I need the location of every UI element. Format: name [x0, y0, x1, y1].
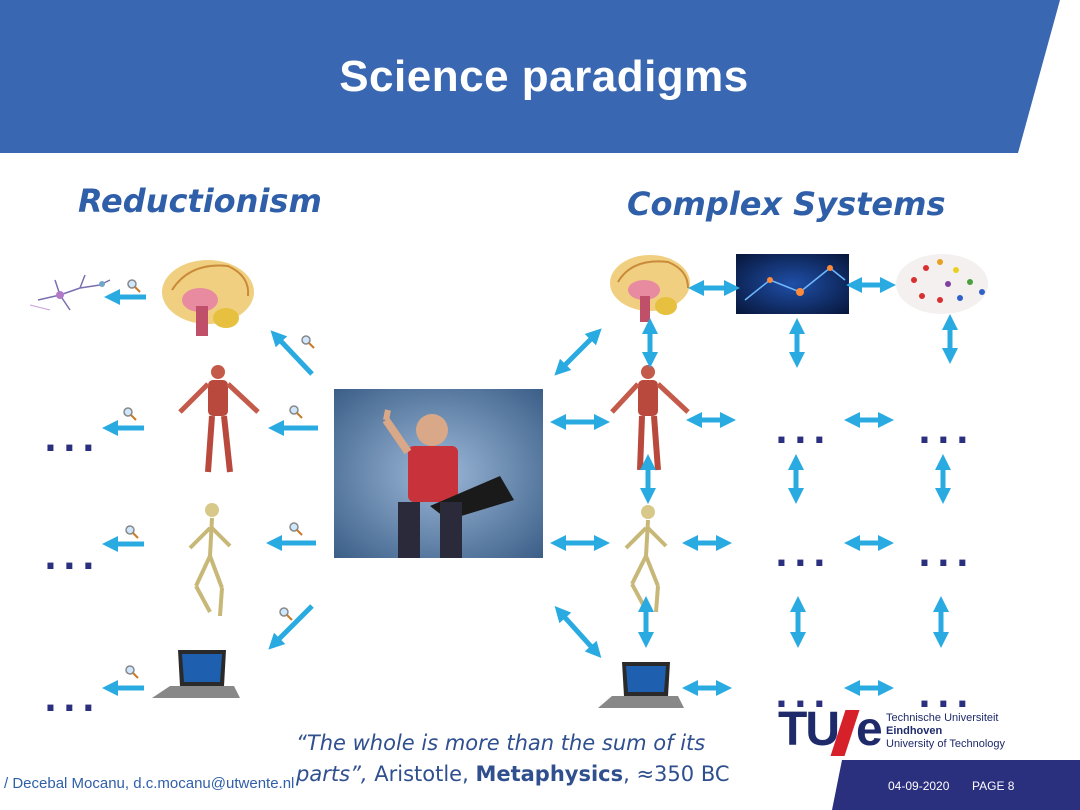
person-with-laptop-photo — [334, 389, 543, 558]
ellipsis-marker: ... — [44, 538, 101, 578]
heading-complex-systems: Complex Systems — [627, 185, 946, 223]
magnifier-icon — [125, 665, 139, 679]
tue-logo: TU e Technische Universiteit Eindhoven U… — [778, 700, 1038, 760]
magnifier-icon — [125, 525, 139, 539]
logo-mark-e: e — [856, 703, 883, 756]
ellipsis-marker: ... — [44, 420, 101, 460]
laptop-image-right — [598, 662, 684, 708]
header-band — [0, 0, 1060, 153]
magnifier-icon — [289, 522, 303, 536]
logo-line3: University of Technology — [886, 738, 1006, 750]
double-arrow-icon — [554, 328, 602, 376]
logo-text: Technische Universiteit Eindhoven Univer… — [886, 712, 1005, 751]
ellipsis-marker: ... — [775, 535, 832, 575]
logo-line2: Eindhoven — [886, 725, 943, 737]
aristotle-quote: “The whole is more than the sum of its p… — [296, 728, 766, 790]
quote-work: Metaphysics — [475, 762, 624, 786]
slide-title: Science paradigms — [339, 52, 749, 101]
laptop-image-left — [152, 650, 240, 698]
quote-parts: parts”, — [296, 762, 368, 786]
ellipsis-marker: ... — [918, 676, 975, 716]
magnifier-icon — [301, 335, 315, 349]
brain-image-left — [162, 260, 254, 336]
arrow-down-left-icon — [268, 604, 314, 650]
network-brain-image — [896, 254, 988, 314]
neuron-diagram-image — [29, 274, 111, 311]
neurons-photo — [736, 254, 849, 314]
ellipsis-marker: ... — [918, 412, 975, 452]
muscle-figure-image-right — [610, 365, 690, 471]
quote-line1: “The whole is more than the sum of its — [296, 731, 706, 755]
brain-image-right — [610, 255, 690, 322]
footer-author: / Decebal Mocanu, d.c.mocanu@utwente.nl — [4, 775, 295, 792]
logo-mark-tu: TU — [778, 703, 840, 756]
skeleton-image-right — [624, 505, 668, 613]
heading-reductionism: Reductionism — [78, 182, 322, 220]
magnifier-icon — [289, 405, 303, 419]
arrow-up-left-icon — [270, 330, 314, 376]
skeleton-image-left — [188, 503, 232, 617]
ellipsis-marker: ... — [775, 676, 832, 716]
ellipsis-marker: ... — [918, 535, 975, 575]
magnifier-icon — [279, 607, 293, 621]
magnifier-icon — [123, 407, 137, 421]
ellipsis-marker: ... — [44, 680, 101, 720]
double-arrow-icon — [554, 606, 602, 658]
footer-band — [832, 760, 1080, 810]
footer-page-number: PAGE 8 — [972, 779, 1015, 793]
logo-line1: Technische Universiteit — [886, 712, 999, 724]
footer-date: 04-09-2020 — [888, 779, 950, 793]
quote-author: Aristotle, — [367, 762, 476, 786]
magnifier-icon — [127, 279, 141, 293]
muscle-figure-image-left — [178, 365, 260, 473]
quote-date: , ≈350 BC — [623, 762, 730, 786]
ellipsis-marker: ... — [775, 412, 832, 452]
